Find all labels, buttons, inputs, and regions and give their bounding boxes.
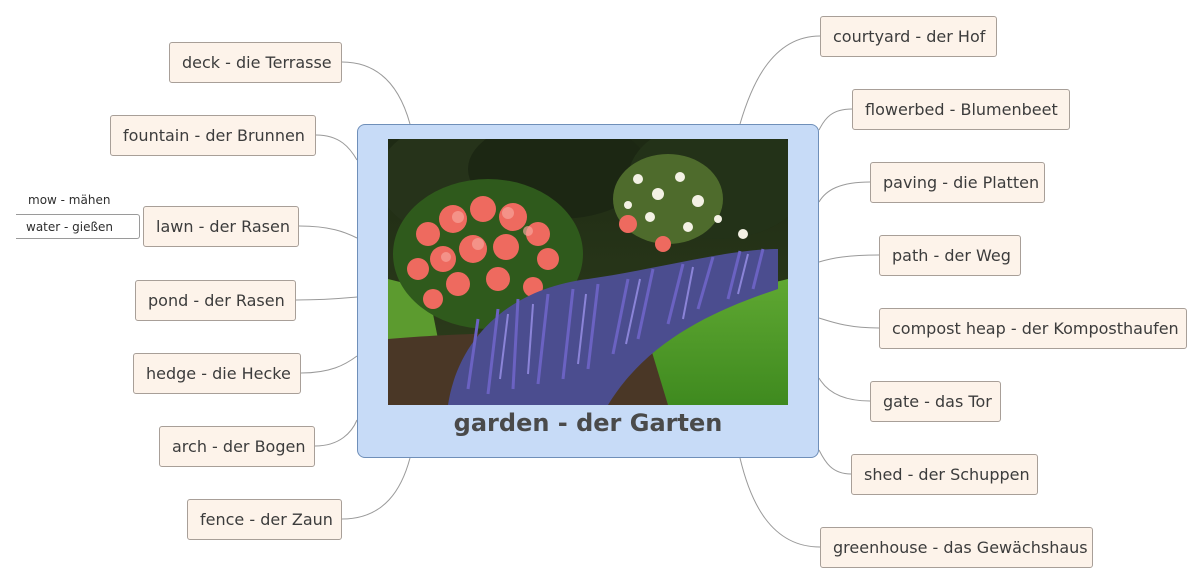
central-topic-title: garden - der Garten: [453, 409, 723, 437]
connector-fence: [341, 457, 411, 520]
connector-path: [818, 254, 880, 263]
topic-compost-heap[interactable]: compost heap - der Komposthaufen: [879, 308, 1187, 349]
connector-hedge: [300, 355, 358, 374]
topic-flowerbed[interactable]: flowerbed - Blumenbeet: [852, 89, 1070, 130]
connector-pond: [295, 296, 358, 301]
topic-deck[interactable]: deck - die Terrasse: [169, 42, 342, 83]
connector-courtyard: [739, 35, 821, 125]
topic-path[interactable]: path - der Weg: [879, 235, 1021, 276]
garden-photo: [388, 139, 788, 405]
connector-lawn: [298, 225, 358, 239]
topic-paving[interactable]: paving - die Platten: [870, 162, 1045, 203]
topic-pond[interactable]: pond - der Rasen: [135, 280, 296, 321]
subtopic-water[interactable]: water - gießen: [16, 214, 140, 239]
topic-hedge[interactable]: hedge - die Hecke: [133, 353, 301, 394]
topic-arch[interactable]: arch - der Bogen: [159, 426, 315, 467]
topic-fence[interactable]: fence - der Zaun: [187, 499, 342, 540]
connector-compost: [818, 317, 880, 329]
connector-greenhouse: [739, 457, 821, 548]
central-topic[interactable]: garden - der Garten: [357, 124, 819, 458]
topic-gate[interactable]: gate - das Tor: [870, 381, 1001, 422]
connector-deck: [341, 61, 411, 125]
topic-lawn[interactable]: lawn - der Rasen: [143, 206, 299, 247]
connector-fountain: [315, 134, 358, 161]
topic-fountain[interactable]: fountain - der Brunnen: [110, 115, 316, 156]
connector-gate: [818, 377, 871, 402]
topic-greenhouse[interactable]: greenhouse - das Gewächshaus: [820, 527, 1093, 568]
connector-shed: [818, 449, 852, 475]
connector-paving: [818, 181, 871, 203]
connector-arch: [314, 419, 358, 447]
connector-flowerbed: [818, 108, 853, 131]
topic-shed[interactable]: shed - der Schuppen: [851, 454, 1038, 495]
subtopic-mow[interactable]: mow - mähen: [28, 192, 111, 207]
topic-courtyard[interactable]: courtyard - der Hof: [820, 16, 997, 57]
